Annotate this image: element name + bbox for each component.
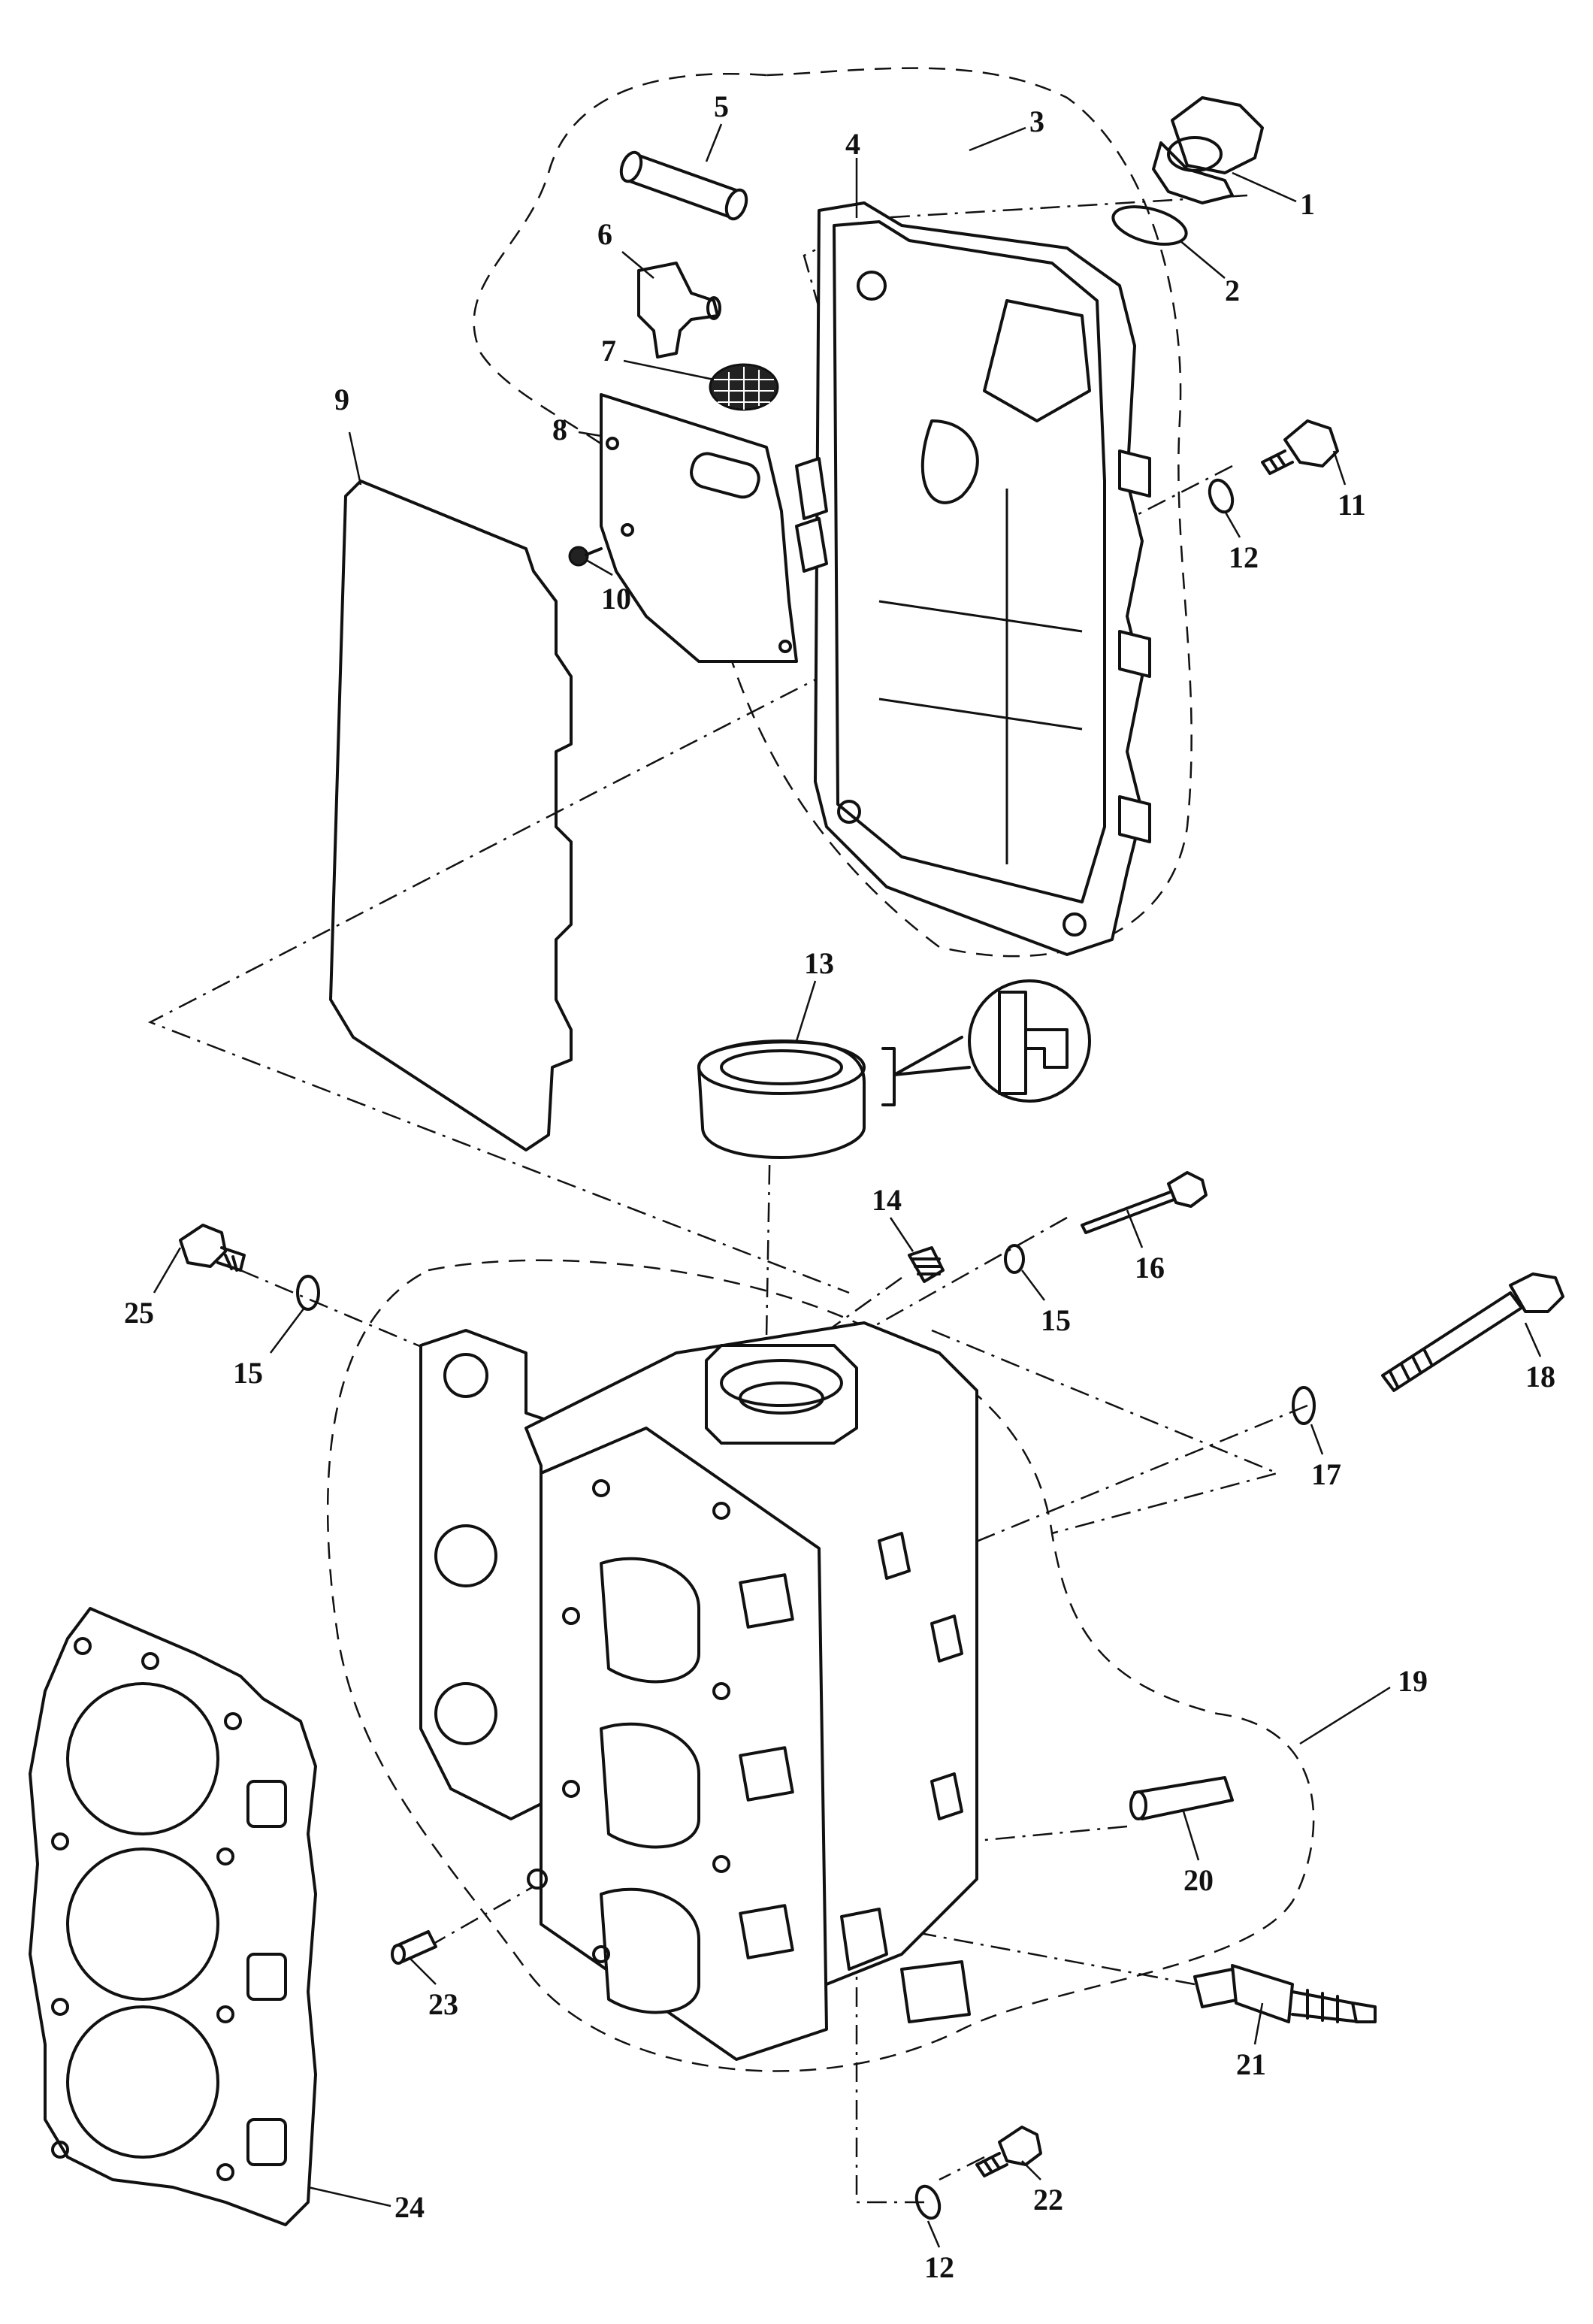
washer-a <box>1004 1244 1025 1274</box>
callout-12-upper: 12 <box>1229 540 1259 574</box>
sleeve <box>1129 1776 1234 1820</box>
oil-seal-section-detail <box>881 979 1091 1106</box>
filler-cap <box>1152 96 1264 204</box>
callout-10: 10 <box>601 582 631 616</box>
callout-6: 6 <box>597 217 612 251</box>
callout-9: 9 <box>334 383 349 416</box>
cylinder-head-bolt <box>1381 1272 1564 1392</box>
callout-3: 3 <box>1029 104 1044 138</box>
callout-8: 8 <box>552 413 567 446</box>
washer-b <box>296 1275 320 1311</box>
washer-17 <box>1292 1386 1316 1425</box>
dowel-pin <box>391 1930 437 1965</box>
callout-16: 16 <box>1135 1251 1165 1285</box>
washer-lower <box>914 2184 942 2220</box>
cover-gasket <box>329 480 573 1151</box>
callout-23: 23 <box>428 1987 458 2021</box>
callout-labels: 1 2 3 4 5 6 7 8 9 10 11 12 13 14 16 15 1… <box>124 89 1555 2284</box>
callout-25: 25 <box>124 1296 154 1330</box>
leader-lines <box>153 123 1542 2248</box>
cover-assembly-boundary <box>473 67 1192 958</box>
callout-4: 4 <box>845 127 860 161</box>
drain-plug <box>908 1246 945 1283</box>
cylinder-head-cover <box>795 201 1151 956</box>
callout-21: 21 <box>1236 2047 1266 2081</box>
oil-seal <box>697 1039 866 1159</box>
callout-5: 5 <box>714 89 729 123</box>
breather-pipe <box>619 150 748 221</box>
callout-7: 7 <box>601 334 616 368</box>
callout-2: 2 <box>1225 274 1240 307</box>
callout-18: 18 <box>1525 1360 1555 1393</box>
callout-19: 19 <box>1398 1664 1428 1698</box>
bolt-22 <box>975 2126 1042 2177</box>
callout-20: 20 <box>1183 1863 1214 1897</box>
mesh-screen <box>709 363 779 411</box>
cylinder-head-gasket <box>29 1607 317 2226</box>
screw-small <box>568 546 603 567</box>
callout-12-lower: 12 <box>924 2250 954 2284</box>
callout-17: 17 <box>1311 1457 1341 1491</box>
long-bolt-16 <box>1081 1171 1208 1234</box>
callout-11: 11 <box>1338 488 1366 522</box>
callout-1: 1 <box>1300 187 1315 221</box>
elbow-fitting <box>637 262 721 359</box>
callout-15-left: 15 <box>233 1356 263 1390</box>
spark-plug <box>1193 1964 1377 2023</box>
o-ring <box>1111 205 1188 246</box>
callout-22: 22 <box>1033 2183 1063 2217</box>
callout-15-right: 15 <box>1041 1303 1071 1337</box>
washer-upper <box>1208 478 1235 514</box>
callout-24: 24 <box>394 2190 425 2224</box>
callout-14: 14 <box>872 1183 902 1217</box>
cylinder-head <box>419 1321 978 2061</box>
callout-13: 13 <box>804 946 834 980</box>
bolt-25 <box>179 1224 246 1272</box>
breather-plate <box>600 393 798 663</box>
cover-bolt <box>1261 419 1339 475</box>
